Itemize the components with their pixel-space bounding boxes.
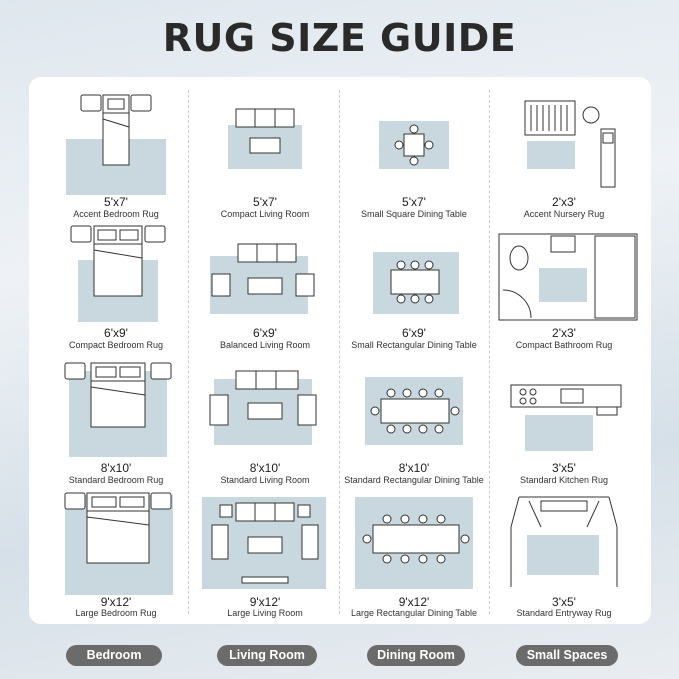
rug-card: 8'x10' Standard Bedroom Rug bbox=[41, 357, 191, 497]
rug-label: Small Square Dining Table bbox=[361, 209, 467, 219]
rug-card: 9'x12' Large Bedroom Rug bbox=[41, 487, 191, 627]
rug-size: 2'x3' bbox=[552, 195, 576, 209]
rug-card: 6'x9' Small Rectangular Dining Table bbox=[339, 222, 489, 362]
rug-size: 9'x12' bbox=[398, 595, 430, 609]
rug-card: 9'x12' Large Living Room bbox=[190, 487, 340, 627]
kitchen-rug-illustration bbox=[510, 384, 622, 451]
tab-dining-room[interactable]: Dining Room bbox=[367, 645, 465, 666]
rug-label: Large Living Room bbox=[227, 608, 303, 618]
nursery-rug-illustration bbox=[524, 100, 616, 188]
dining-rug-illustration bbox=[379, 121, 449, 169]
rug-label: Accent Bedroom Rug bbox=[73, 209, 159, 219]
rug-card: 2'x3' Accent Nursery Rug bbox=[489, 87, 639, 227]
living-room-rug-illustration bbox=[210, 243, 315, 314]
rug-card: 6'x9' Compact Bedroom Rug bbox=[41, 222, 191, 362]
rug-size: 3'x5' bbox=[552, 595, 576, 609]
rug-card: 9'x12' Large Rectangular Dining Table bbox=[339, 487, 489, 627]
rug-card: 5'x7' Compact Living Room bbox=[190, 87, 340, 227]
rug-size: 6'x9' bbox=[253, 326, 277, 340]
rug-size: 8'x10' bbox=[100, 461, 132, 475]
dining-rug-illustration bbox=[365, 377, 463, 445]
rug-card: 5'x7' Accent Bedroom Rug bbox=[41, 87, 191, 227]
column-divider bbox=[489, 90, 490, 614]
tab-bedroom[interactable]: Bedroom bbox=[66, 645, 162, 666]
rug-card: 6'x9' Balanced Living Room bbox=[190, 222, 340, 362]
rug-label: Small Rectangular Dining Table bbox=[351, 340, 477, 350]
rug-label: Standard Living Room bbox=[220, 475, 310, 485]
rug-size: 8'x10' bbox=[249, 461, 281, 475]
bedroom-rug-illustration bbox=[64, 362, 172, 457]
rug-label: Standard Entryway Rug bbox=[516, 608, 612, 618]
rug-card: 2'x3' Compact Bathroom Rug bbox=[489, 222, 639, 362]
rug-size: 8'x10' bbox=[398, 461, 430, 475]
rug-label: Standard Kitchen Rug bbox=[519, 475, 609, 485]
column-divider bbox=[188, 90, 189, 614]
rug-label: Standard Rectangular Dining Table bbox=[344, 475, 484, 485]
tab-living-room[interactable]: Living Room bbox=[217, 645, 317, 666]
rug-size: 9'x12' bbox=[249, 595, 281, 609]
bedroom-rug-illustration bbox=[70, 225, 166, 322]
rug-size: 5'x7' bbox=[104, 195, 128, 209]
column-divider bbox=[339, 90, 340, 614]
rug-size: 9'x12' bbox=[100, 595, 132, 609]
rug-label: Compact Living Room bbox=[220, 209, 310, 219]
rug-label: Accent Nursery Rug bbox=[523, 209, 605, 219]
rug-card: 8'x10' Standard Rectangular Dining Table bbox=[339, 357, 489, 497]
bedroom-rug-illustration bbox=[66, 94, 166, 195]
dining-rug-illustration bbox=[355, 497, 473, 589]
rug-size: 5'x7' bbox=[402, 195, 426, 209]
bathroom-rug-illustration bbox=[498, 233, 638, 321]
living-room-rug-illustration bbox=[209, 370, 317, 445]
rug-label: Large Rectangular Dining Table bbox=[351, 608, 477, 618]
rug-card: 3'x5' Standard Kitchen Rug bbox=[489, 357, 639, 497]
rug-label: Compact Bedroom Rug bbox=[68, 340, 164, 350]
rug-size: 2'x3' bbox=[552, 326, 576, 340]
rug-size: 3'x5' bbox=[552, 461, 576, 475]
rug-label: Large Bedroom Rug bbox=[75, 608, 157, 618]
rug-label: Standard Bedroom Rug bbox=[68, 475, 164, 485]
bedroom-rug-illustration bbox=[64, 492, 173, 595]
rug-label: Balanced Living Room bbox=[219, 340, 311, 350]
rug-card: 5'x7' Small Square Dining Table bbox=[339, 87, 489, 227]
dining-rug-illustration bbox=[373, 252, 459, 314]
rug-label: Compact Bathroom Rug bbox=[515, 340, 613, 350]
rug-size: 6'x9' bbox=[402, 326, 426, 340]
page-title: RUG SIZE GUIDE bbox=[162, 16, 517, 60]
living-room-rug-illustration bbox=[202, 497, 326, 589]
rug-size: 5'x7' bbox=[253, 195, 277, 209]
tab-small-spaces[interactable]: Small Spaces bbox=[516, 645, 618, 666]
rug-size: 6'x9' bbox=[104, 326, 128, 340]
rug-card: 8'x10' Standard Living Room bbox=[190, 357, 340, 497]
entryway-rug-illustration bbox=[510, 496, 618, 587]
living-room-rug-illustration bbox=[228, 108, 302, 169]
rug-card: 3'x5' Standard Entryway Rug bbox=[489, 487, 639, 627]
